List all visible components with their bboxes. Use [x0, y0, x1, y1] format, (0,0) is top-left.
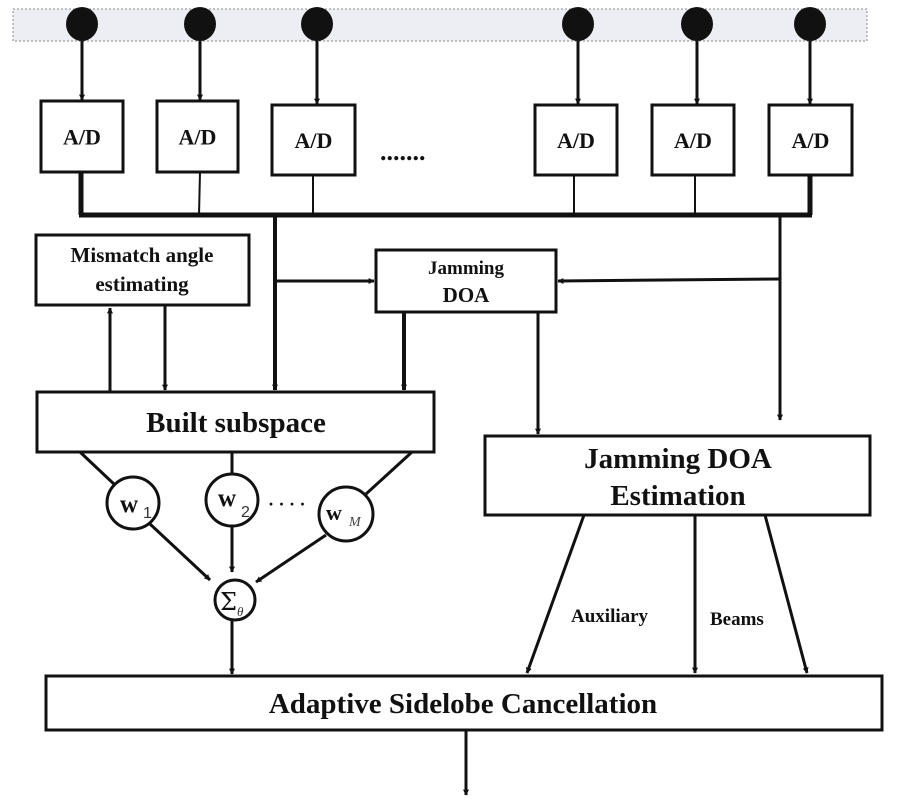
estimation-label-line1: Jamming DOA — [584, 443, 772, 475]
ad-converter-box: A/D — [155, 99, 240, 174]
ad-converter-label: A/D — [179, 125, 217, 150]
ad-converter-label: A/D — [295, 128, 333, 153]
sigma-symbol: Σ — [220, 588, 237, 616]
jamming-doa-label-line2: DOA — [443, 283, 491, 307]
w1-base: w — [120, 491, 138, 518]
ad-ellipsis: ....... — [380, 137, 426, 166]
weights-ellipsis: · · · · — [268, 494, 306, 514]
ad-bus — [78, 171, 813, 218]
ad-converter-box: A/D — [39, 99, 125, 174]
sensor-element — [562, 7, 594, 41]
ad-converter-label: A/D — [63, 125, 101, 150]
ad-converter-box: A/D — [533, 103, 619, 177]
sensor-element — [184, 7, 216, 41]
estimation-label-line2: Estimation — [610, 480, 745, 512]
weight-w2: w 2 — [204, 472, 260, 528]
asc-label: Adaptive Sidelobe Cancellation — [269, 688, 657, 720]
w2-sub: 2 — [241, 504, 250, 521]
ad-converter-group: A/D A/D A/D A/D A/D A/D — [39, 99, 854, 177]
ad-converter-box: A/D — [767, 103, 854, 177]
w2-base: w — [218, 485, 236, 512]
weight-wm: w M — [317, 485, 375, 543]
built-subspace-label: Built subspace — [146, 407, 326, 439]
mismatch-angle-box: Mismatch angle estimating — [34, 233, 251, 307]
theta-sub: θ — [237, 604, 244, 619]
w1-sub: 1 — [143, 505, 152, 522]
sensor-element — [66, 7, 98, 41]
ad-converter-box: A/D — [270, 103, 357, 177]
sensor-element — [681, 7, 713, 41]
sensor-arrows — [79, 41, 813, 105]
estimation-outputs — [525, 514, 809, 674]
auxiliary-label: Auxiliary — [571, 606, 649, 627]
ad-converter-label: A/D — [792, 128, 830, 153]
mismatch-label-line2: estimating — [95, 272, 189, 296]
weight-w1: w 1 — [105, 475, 161, 531]
ad-converter-label: A/D — [674, 128, 712, 153]
sensor-element — [794, 7, 826, 41]
weight-connectors — [78, 450, 414, 675]
adaptive-sidelobe-cancellation-box: Adaptive Sidelobe Cancellation — [44, 674, 884, 732]
bus-connectors — [107, 215, 783, 435]
mismatch-label-line1: Mismatch angle — [71, 243, 214, 267]
sensor-array-band — [12, 8, 868, 42]
ad-converter-box: A/D — [650, 103, 736, 177]
summation-node: Σ θ — [213, 578, 257, 622]
jamming-doa-estimation-box: Jamming DOA Estimation — [483, 434, 872, 517]
beams-label: Beams — [710, 609, 764, 630]
wm-sub: M — [348, 515, 362, 530]
wm-base: w — [326, 500, 342, 525]
jamming-doa-box: Jamming DOA — [374, 248, 558, 314]
ad-converter-label: A/D — [557, 128, 595, 153]
sensor-element — [301, 7, 333, 41]
jamming-doa-label-line1: Jamming — [428, 258, 505, 279]
built-subspace-box: Built subspace — [35, 390, 436, 454]
sensors — [66, 7, 826, 41]
